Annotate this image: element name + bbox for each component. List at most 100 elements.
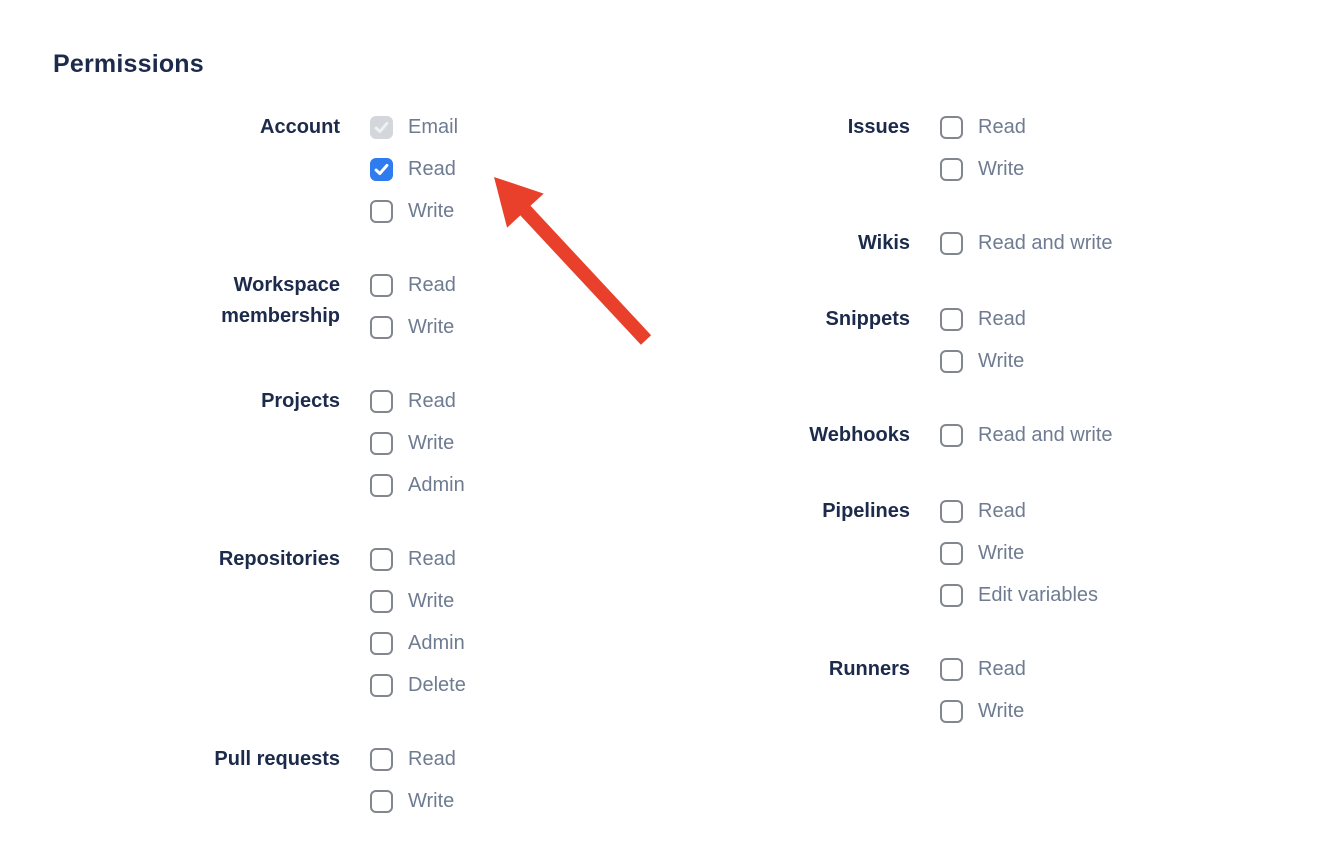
repositories-delete-checkbox[interactable]: [370, 674, 393, 697]
pull-requests-read-label[interactable]: Read: [408, 748, 456, 770]
permission-item-list: Read Write: [940, 656, 1026, 725]
group-label-account: Account: [260, 116, 340, 138]
repositories-admin-label[interactable]: Admin: [408, 632, 465, 654]
permission-item-list: Read and write: [940, 422, 1113, 449]
permission-item-pull-requests-read[interactable]: Read: [370, 746, 456, 773]
permission-item-workspace-membership-write[interactable]: Write: [370, 314, 456, 341]
permission-item-pull-requests-write[interactable]: Write: [370, 788, 456, 815]
account-read-checkbox[interactable]: [370, 158, 393, 181]
projects-write-label[interactable]: Write: [408, 432, 455, 454]
account-email-label[interactable]: Email: [408, 116, 459, 138]
runners-write-label[interactable]: Write: [978, 700, 1025, 722]
webhooks-read-and-write-checkbox[interactable]: [940, 424, 963, 447]
checkmark-icon: [374, 163, 389, 176]
permission-item-snippets-write[interactable]: Write: [940, 348, 1026, 375]
workspace-membership-write-checkbox[interactable]: [370, 316, 393, 339]
pipelines-write-label[interactable]: Write: [978, 542, 1025, 564]
permission-item-workspace-membership-read[interactable]: Read: [370, 272, 456, 299]
permission-group: Webhooks Read and write: [570, 422, 1113, 451]
permission-item-list: Read Write: [940, 114, 1026, 183]
pipelines-edit-variables-checkbox[interactable]: [940, 584, 963, 607]
group-label-repositories: Repositories: [218, 548, 340, 570]
permission-item-snippets-read[interactable]: Read: [940, 306, 1026, 333]
permission-group: Workspace membership Read Write: [0, 272, 466, 341]
pipelines-read-label[interactable]: Read: [978, 500, 1026, 522]
issues-write-checkbox[interactable]: [940, 158, 963, 181]
wikis-read-and-write-checkbox[interactable]: [940, 232, 963, 255]
permission-item-repositories-delete[interactable]: Delete: [370, 672, 466, 699]
wikis-read-and-write-label[interactable]: Read and write: [978, 232, 1113, 254]
group-label-pipelines: Pipelines: [822, 500, 910, 522]
permission-item-projects-read[interactable]: Read: [370, 388, 465, 415]
repositories-read-checkbox[interactable]: [370, 548, 393, 571]
pipelines-write-checkbox[interactable]: [940, 542, 963, 565]
group-label-wikis: Wikis: [857, 232, 910, 254]
snippets-read-checkbox[interactable]: [940, 308, 963, 331]
workspace-membership-read-checkbox[interactable]: [370, 274, 393, 297]
projects-read-label[interactable]: Read: [408, 390, 456, 412]
snippets-write-label[interactable]: Write: [978, 350, 1025, 372]
issues-write-label[interactable]: Write: [978, 158, 1025, 180]
projects-admin-checkbox[interactable]: [370, 474, 393, 497]
permission-item-repositories-write[interactable]: Write: [370, 588, 466, 615]
repositories-write-label[interactable]: Write: [408, 590, 455, 612]
projects-read-checkbox[interactable]: [370, 390, 393, 413]
permission-group: Projects Read Write Admin: [0, 388, 466, 499]
account-email-checkbox: [370, 116, 393, 139]
group-label-pull-requests: Pull requests: [214, 748, 340, 770]
permission-item-issues-write[interactable]: Write: [940, 156, 1026, 183]
permission-item-account-read[interactable]: Read: [370, 156, 458, 183]
permission-group: Issues Read Write: [570, 114, 1113, 183]
permission-group: Account Email Read Write: [0, 114, 466, 225]
snippets-write-checkbox[interactable]: [940, 350, 963, 373]
group-label-snippets: Snippets: [825, 308, 910, 330]
permission-item-account-write[interactable]: Write: [370, 198, 458, 225]
permission-item-pipelines-read[interactable]: Read: [940, 498, 1098, 525]
permission-item-list: Read Write Admin: [370, 388, 465, 499]
account-write-label[interactable]: Write: [408, 200, 455, 222]
pull-requests-write-checkbox[interactable]: [370, 790, 393, 813]
webhooks-read-and-write-label[interactable]: Read and write: [978, 424, 1113, 446]
projects-write-checkbox[interactable]: [370, 432, 393, 455]
repositories-delete-label[interactable]: Delete: [408, 674, 466, 696]
pull-requests-read-checkbox[interactable]: [370, 748, 393, 771]
repositories-write-checkbox[interactable]: [370, 590, 393, 613]
permission-group: Wikis Read and write: [570, 230, 1113, 259]
permission-item-wikis-read-and-write[interactable]: Read and write: [940, 230, 1113, 257]
workspace-membership-write-label[interactable]: Write: [408, 316, 455, 338]
permission-item-list: Email Read Write: [370, 114, 458, 225]
permission-item-repositories-read[interactable]: Read: [370, 546, 466, 573]
snippets-read-label[interactable]: Read: [978, 308, 1026, 330]
repositories-admin-checkbox[interactable]: [370, 632, 393, 655]
account-read-label[interactable]: Read: [408, 158, 456, 180]
permission-item-projects-admin[interactable]: Admin: [370, 472, 465, 499]
pull-requests-write-label[interactable]: Write: [408, 790, 455, 812]
runners-read-label[interactable]: Read: [978, 658, 1026, 680]
account-write-checkbox[interactable]: [370, 200, 393, 223]
permission-item-runners-write[interactable]: Write: [940, 698, 1026, 725]
runners-read-checkbox[interactable]: [940, 658, 963, 681]
repositories-read-label[interactable]: Read: [408, 548, 456, 570]
group-label-workspace-membership: Workspace membership: [221, 274, 340, 327]
issues-read-label[interactable]: Read: [978, 116, 1026, 138]
group-label-projects: Projects: [261, 390, 340, 412]
permission-group: Pipelines Read Write Edit variables: [570, 498, 1113, 609]
pipelines-read-checkbox[interactable]: [940, 500, 963, 523]
group-label-runners: Runners: [828, 658, 910, 680]
permission-item-runners-read[interactable]: Read: [940, 656, 1026, 683]
projects-admin-label[interactable]: Admin: [408, 474, 465, 496]
runners-write-checkbox[interactable]: [940, 700, 963, 723]
permission-item-pipelines-write[interactable]: Write: [940, 540, 1098, 567]
permission-group: Snippets Read Write: [570, 306, 1113, 375]
permission-item-repositories-admin[interactable]: Admin: [370, 630, 466, 657]
issues-read-checkbox[interactable]: [940, 116, 963, 139]
workspace-membership-read-label[interactable]: Read: [408, 274, 456, 296]
permission-item-projects-write[interactable]: Write: [370, 430, 465, 457]
group-label-issues: Issues: [847, 116, 910, 138]
permission-item-webhooks-read-and-write[interactable]: Read and write: [940, 422, 1113, 449]
checkmark-icon: [374, 121, 389, 134]
permission-item-issues-read[interactable]: Read: [940, 114, 1026, 141]
pipelines-edit-variables-label[interactable]: Edit variables: [978, 584, 1099, 606]
permissions-column-right: Issues Read Write Wikis Read and write S…: [570, 114, 1113, 772]
permission-item-pipelines-edit-variables[interactable]: Edit variables: [940, 582, 1098, 609]
